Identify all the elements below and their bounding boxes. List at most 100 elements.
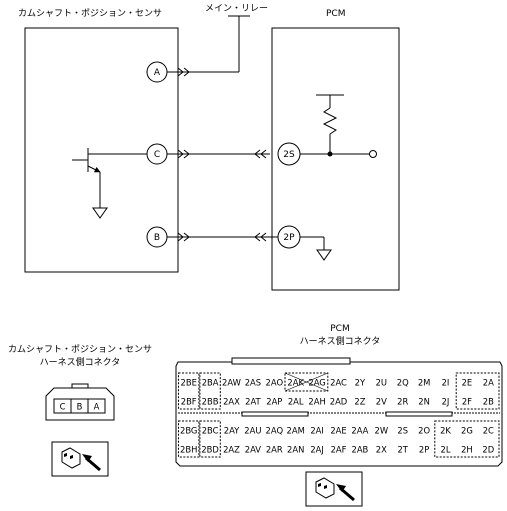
- pcm-connector-cell-label: 2AI: [310, 426, 324, 436]
- pin-c-label: C: [154, 150, 160, 160]
- pcm-connector-cell-label: 2O: [418, 426, 430, 436]
- pcm-connector-cell-label: 2BC: [202, 426, 219, 436]
- pcm-connector-title-2: ハーネス側コネクタ: [300, 335, 381, 347]
- pcm-connector-cell-label: 2Z: [354, 397, 365, 407]
- pcm-connector-cell-label: 2AE: [330, 426, 346, 436]
- sensor-pin-b: [146, 226, 168, 248]
- pcm-connector-cell-label: 2AR: [266, 445, 283, 455]
- pcm-connector-cell-label: 2X: [376, 445, 387, 455]
- pcm-connector-cell-label: 2BG: [180, 426, 197, 436]
- pcm-title: PCM: [326, 9, 345, 19]
- pcm-connector-cell-label: 2Y: [355, 378, 366, 388]
- sensor-connector-cell-label: A: [94, 402, 100, 412]
- pcm-connector-cell-label: 2K: [440, 426, 451, 436]
- pcm-connector-cell-label: 2S: [397, 426, 408, 436]
- pcm-connector-cell-label: 2AU: [244, 426, 261, 436]
- pcm-connector-cell-label: 2AH: [308, 397, 325, 407]
- pcm-connector-cell-label: 2AQ: [266, 426, 284, 436]
- pcm-connector-cell-label: 2AK: [287, 378, 304, 388]
- pcm-connector-cell-label: 2BE: [181, 378, 197, 388]
- sensor-connector-title-1: カムシャフト・ポジション・センサ: [8, 344, 152, 355]
- pcm-connector-cell-label: 2F: [462, 397, 472, 407]
- pin-2s-label: 2S: [283, 150, 295, 160]
- pcm-box: [271, 27, 400, 291]
- pcm-connector-cell-label: 2U: [376, 378, 387, 388]
- pcm-connector-cell-label: 2AJ: [310, 445, 324, 455]
- pcm-connector-cell-label: 2L: [441, 445, 451, 455]
- sensor-connector-cell-label: C: [60, 402, 66, 412]
- pcm-connector-cell-label: 2AM: [287, 426, 305, 436]
- pcm-connector-cell-label: 2BD: [201, 445, 219, 455]
- sensor-pin-a: A: [146, 61, 200, 83]
- pcm-connector-cell-label: 2P: [419, 445, 429, 455]
- pcm-connector-cell-label: 2A: [483, 378, 494, 388]
- sensor-connector-title-2: ハーネス側コネクタ: [40, 356, 121, 368]
- pcm-connector-cell-label: 2R: [397, 397, 408, 407]
- pcm-connector-cell-label: 2AC: [330, 378, 347, 388]
- pcm-connector-cell-label: 2AO: [266, 378, 284, 388]
- pcm-connector-cell-label: 2M: [418, 378, 431, 388]
- connector-arrows-c1: [177, 149, 190, 159]
- pcm-connector-cell-label: 2AZ: [223, 445, 240, 455]
- pcm-connector-cell-label: 2G: [461, 426, 473, 436]
- pcm-connector-cavity-group: [199, 420, 221, 458]
- pcm-connector-cell-label: 2C: [483, 426, 494, 436]
- sensor-plug-icon: [51, 441, 109, 477]
- connector-arrows-a: [177, 67, 190, 77]
- pcm-connector-cell-label: 2BF: [181, 397, 197, 407]
- pcm-connector-cell-label: 2N: [418, 397, 430, 407]
- pcm-connector-cell-label: 2I: [442, 378, 450, 388]
- ground-wire-b: [167, 232, 332, 261]
- pcm-connector-cavity-group: [434, 420, 500, 458]
- pcm-connector-cell-label: 2Q: [397, 378, 409, 388]
- pcm-connector-cell-label: 2H: [461, 445, 473, 455]
- pcm-connector-cell-label: 2D: [482, 445, 494, 455]
- pcm-connector-cell-label: 2AG: [308, 378, 325, 388]
- pcm-connector-cell-label: 2AA: [351, 426, 368, 436]
- pcm-connector-cavity-group: [178, 372, 200, 410]
- sensor-title: カムシャフト・ポジション・センサ: [18, 8, 162, 19]
- pcm-connector-cell-label: 2AN: [287, 445, 304, 455]
- connector-arrows-c2: [254, 149, 267, 159]
- pcm-connector-cell-label: 2AD: [330, 397, 348, 407]
- main-relay-label: メイン・リレー: [205, 4, 268, 14]
- pcm-connector-cell-label: 2AP: [266, 397, 282, 407]
- pcm-connector-cell-label: 2B: [483, 397, 494, 407]
- pcm-connector-cavity-group: [455, 372, 500, 410]
- pin-2p-label: 2P: [283, 233, 295, 243]
- pull-up-resistor: [300, 94, 377, 158]
- pcm-connector-title-1: PCM: [330, 324, 349, 334]
- transistor-symbol: [72, 148, 147, 219]
- signal-wire-c: [167, 149, 270, 159]
- pcm-connector-cell-label: 2AW: [222, 378, 241, 388]
- pcm-connector-cell-label: 2T: [397, 445, 408, 455]
- pcm-connector-cell-label: 2AT: [245, 397, 261, 407]
- pcm-connector-cavity-group: [199, 372, 221, 410]
- pcm-connector-cell-label: 2J: [442, 397, 450, 407]
- pcm-connector-blank-cavity: [284, 372, 328, 392]
- pcm-connector-cell-label: 2BH: [180, 445, 197, 455]
- pcm-connector-cavity-group: [178, 420, 200, 458]
- pcm-connector-cell-label: 2AB: [351, 445, 368, 455]
- pcm-connector-cell-label: 2V: [376, 397, 387, 407]
- pcm-connector-cell-label: 2E: [462, 378, 473, 388]
- pcm-connector-cavity-group: [284, 372, 329, 392]
- pcm-connector-cell-label: 2AL: [288, 397, 304, 407]
- pcm-connector-cell-label: 2W: [374, 426, 388, 436]
- pin-a-label: A: [154, 68, 161, 78]
- pcm-connector-cell-label: 2AF: [331, 445, 347, 455]
- pin-b-label: B: [154, 233, 160, 243]
- pcm-pin-2p: [277, 225, 301, 249]
- pcm-connector-cell-label: 2BB: [202, 397, 219, 407]
- pcm-connector-cell-label: 2BA: [202, 378, 219, 388]
- sensor-connector-cell: [87, 398, 106, 414]
- main-relay-wire: [200, 15, 250, 73]
- sensor-connector-cell-label: B: [77, 402, 83, 412]
- pcm-connector-cell-label: 2AX: [223, 397, 240, 407]
- pcm-connector-cell-label: 2AV: [245, 445, 262, 455]
